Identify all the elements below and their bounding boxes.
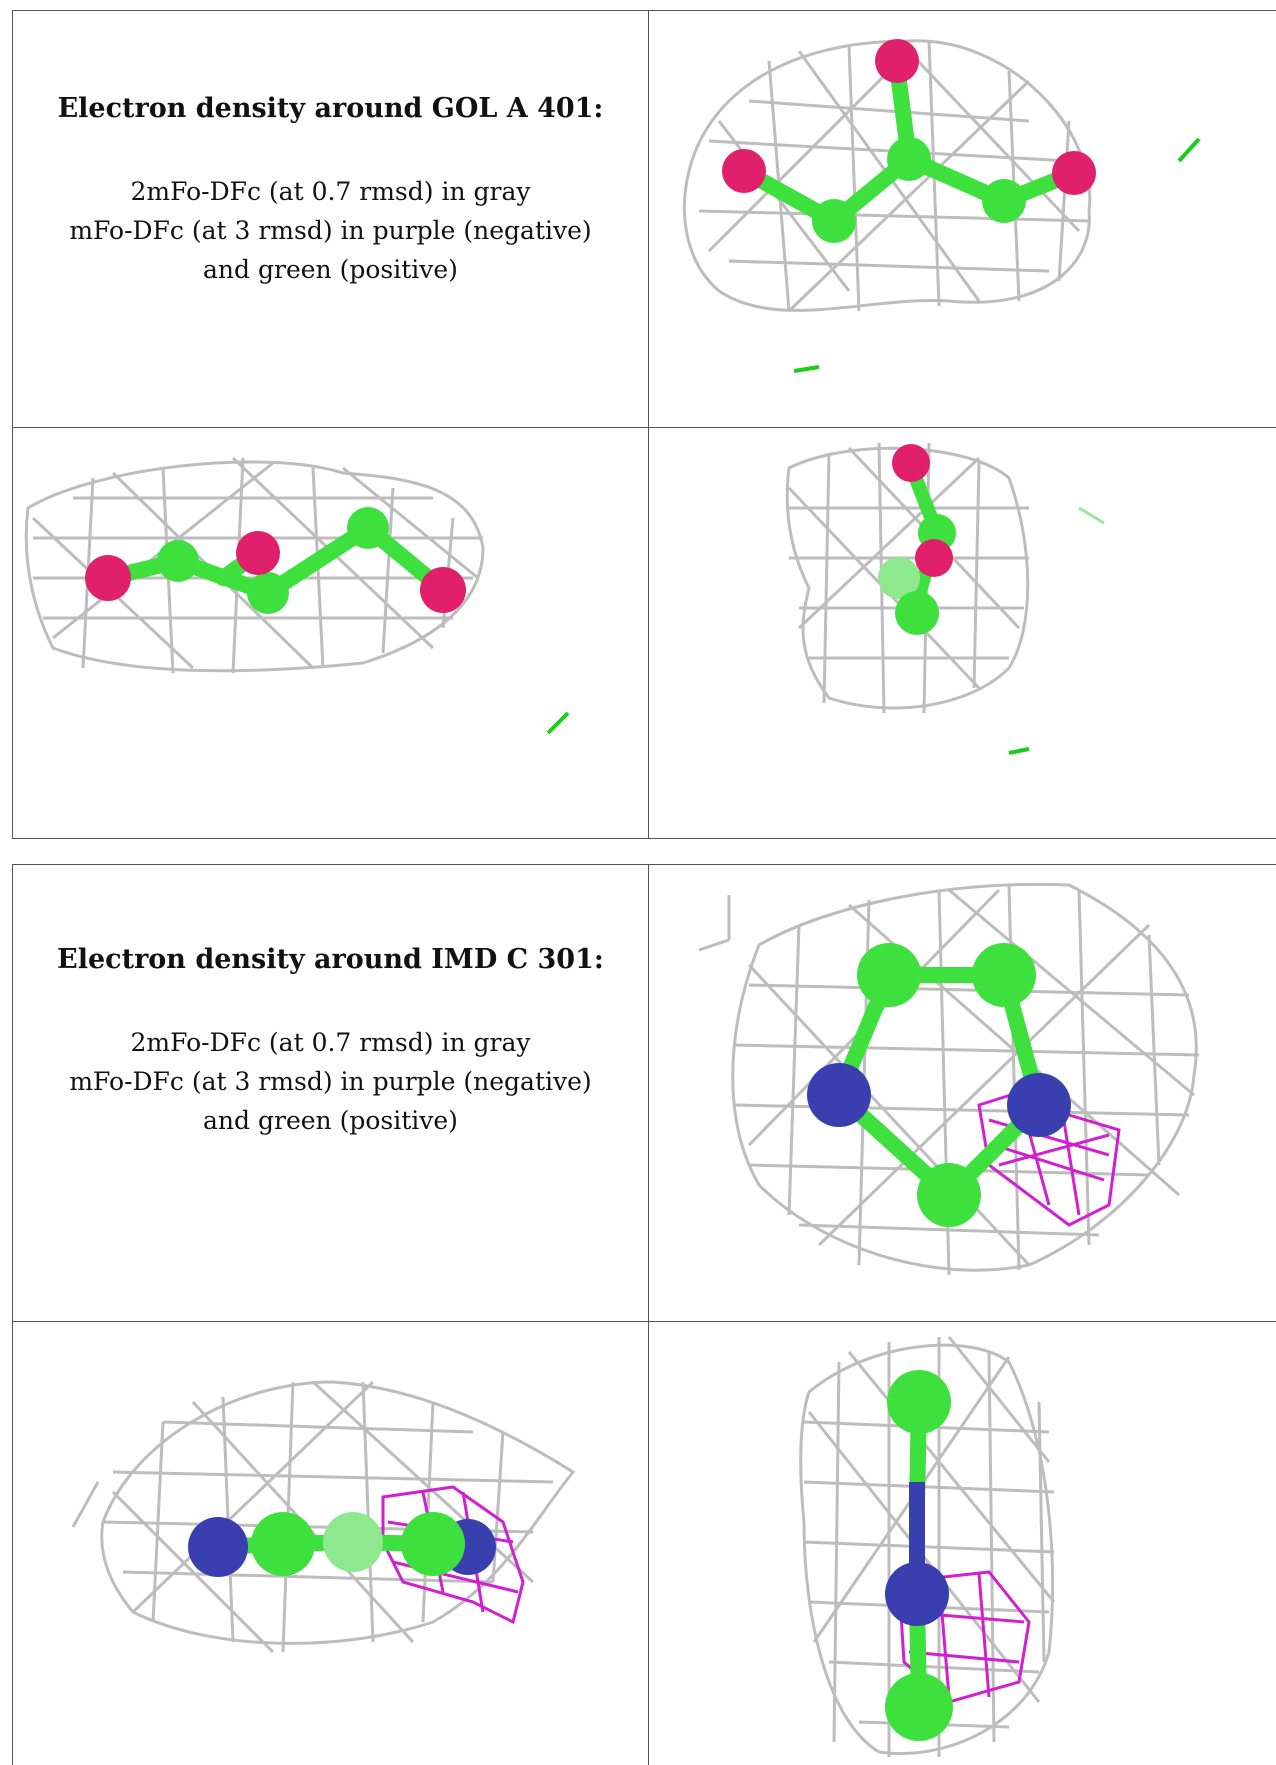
- carbon-atom: [885, 1673, 953, 1741]
- imd-caption-cell: Electron density around IMD C 301: 2mFo-…: [13, 865, 648, 1321]
- gol-caption-legend: 2mFo-DFc (at 0.7 rmsd) in gray mFo-DFc (…: [69, 172, 591, 289]
- carbon-atom: [887, 137, 931, 181]
- nitrogen-atom: [1007, 1073, 1071, 1137]
- carbon-atom: [157, 540, 199, 582]
- gol-density-view-3: [785, 442, 1105, 755]
- legend-line-fofc: mFo-DFc (at 3 rmsd) in purple (negative): [69, 1067, 592, 1096]
- carbon-atom: [812, 199, 856, 243]
- imd-figure-table: Electron density around IMD C 301: 2mFo-…: [12, 864, 1276, 1765]
- imd-view-bottom-right: [649, 1322, 1276, 1765]
- density-mesh: [731, 882, 1200, 1276]
- carbon-atom: [982, 179, 1026, 223]
- gol-caption-title: Electron density around GOL A 401:: [57, 93, 604, 124]
- imd-caption-legend: 2mFo-DFc (at 0.7 rmsd) in gray mFo-DFc (…: [69, 1023, 591, 1140]
- legend-line-fofc: mFo-DFc (at 3 rmsd) in purple (negative): [69, 216, 592, 245]
- gol-view-bottom-left: [13, 428, 648, 838]
- imd-caption-title: Electron density around IMD C 301:: [57, 944, 604, 975]
- oxygen-atom: [420, 567, 466, 613]
- legend-line-positive: and green (positive): [203, 1106, 458, 1135]
- nitrogen-atom: [188, 1517, 248, 1577]
- gol-view-bottom-right: [649, 428, 1276, 838]
- gol-view-top-right: [649, 11, 1276, 427]
- column-divider: [648, 11, 649, 838]
- imd-view-bottom-left: [13, 1322, 648, 1765]
- gol-density-view-1: [683, 39, 1201, 373]
- column-divider: [648, 865, 649, 1765]
- imd-density-view-3: [799, 1336, 1056, 1757]
- legend-line-positive: and green (positive): [203, 255, 458, 284]
- carbon-atom: [887, 1370, 951, 1434]
- oxygen-atom: [915, 539, 953, 577]
- carbon-atom: [247, 572, 289, 614]
- nitrogen-atom: [885, 1562, 949, 1626]
- imd-density-view-2: [71, 1380, 576, 1654]
- row-divider: [13, 427, 1276, 428]
- legend-line-2fofc: 2mFo-DFc (at 0.7 rmsd) in gray: [130, 1028, 531, 1057]
- carbon-atom: [401, 1512, 465, 1576]
- carbon-atom: [878, 557, 920, 599]
- oxygen-atom: [236, 531, 280, 575]
- carbon-atom: [972, 943, 1036, 1007]
- gol-density-view-2: [24, 456, 570, 735]
- gol-figure-table: Electron density around GOL A 401: 2mFo-…: [12, 10, 1276, 839]
- oxygen-atom: [85, 555, 131, 601]
- carbon-atom: [251, 1512, 315, 1576]
- negative-density-mesh: [897, 1570, 1031, 1704]
- legend-line-2fofc: 2mFo-DFc (at 0.7 rmsd) in gray: [130, 177, 531, 206]
- carbon-atom: [895, 591, 939, 635]
- oxygen-atom: [1052, 151, 1096, 195]
- imd-density-view-1: [698, 882, 1200, 1276]
- oxygen-atom: [722, 149, 766, 193]
- carbon-atom: [857, 943, 921, 1007]
- oxygen-atom: [875, 39, 919, 83]
- carbon-atom: [917, 1163, 981, 1227]
- nitrogen-atom: [807, 1063, 871, 1127]
- gol-caption-cell: Electron density around GOL A 401: 2mFo-…: [13, 11, 648, 427]
- imd-view-top-right: [649, 865, 1276, 1321]
- row-divider: [13, 1321, 1276, 1322]
- carbon-atom: [323, 1512, 383, 1572]
- carbon-atom: [347, 507, 389, 549]
- oxygen-atom: [892, 444, 930, 482]
